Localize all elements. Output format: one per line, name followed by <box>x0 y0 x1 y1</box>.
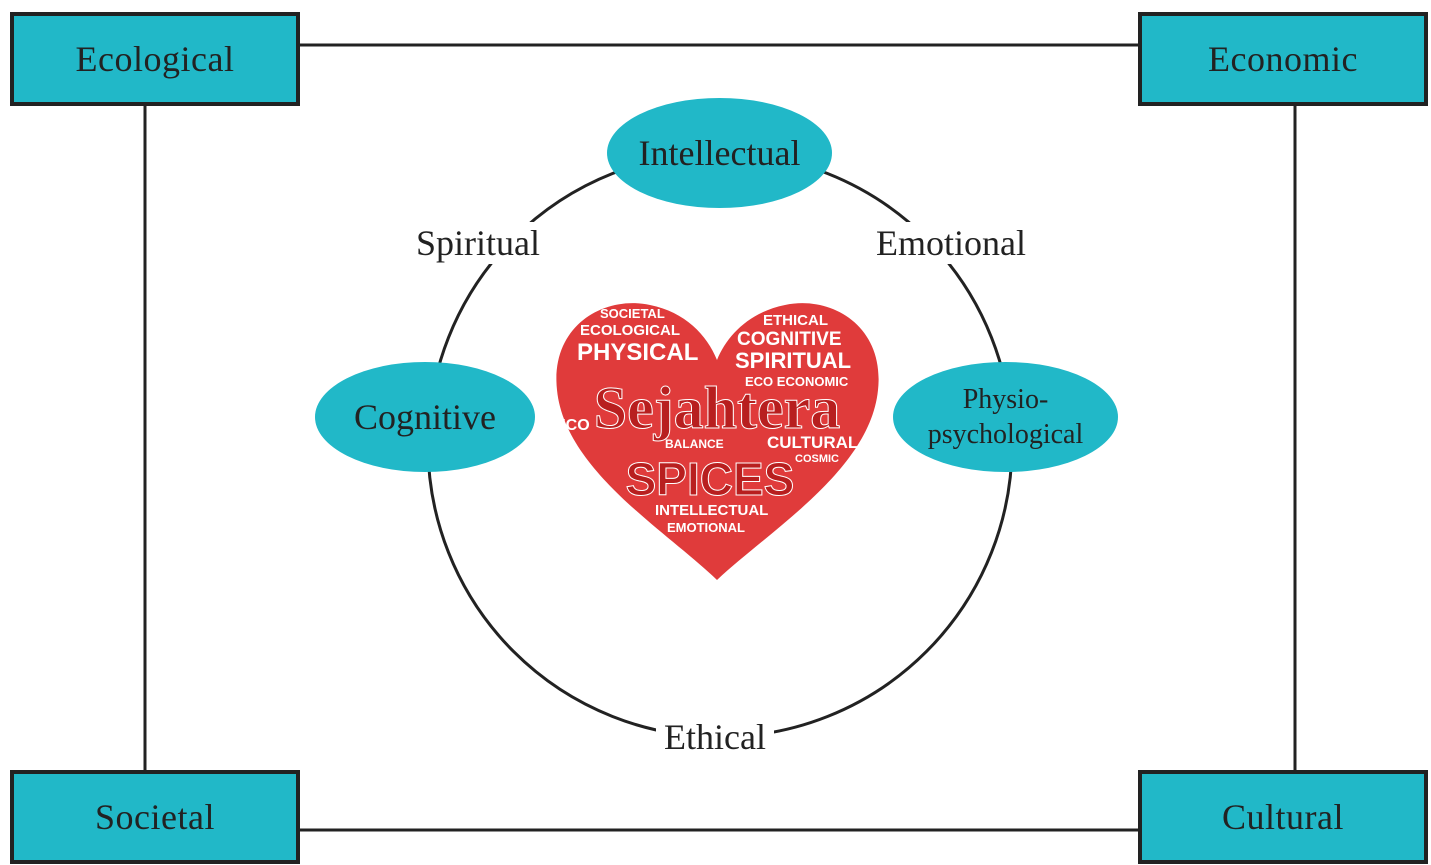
word-cosmic: COSMIC <box>795 453 839 465</box>
cognitive-node: Cognitive <box>315 362 535 472</box>
word-societal: SOCIETAL <box>600 306 665 321</box>
word-ethical: ETHICAL <box>763 312 828 329</box>
word-eco: ECO <box>555 417 590 434</box>
word-eco-economic: ECO ECONOMIC <box>745 374 849 389</box>
societal-label: Societal <box>95 797 215 837</box>
cognitive-label: Cognitive <box>354 397 496 437</box>
societal-box: Societal <box>10 770 300 864</box>
word-spiritual: SPIRITUAL <box>735 348 851 373</box>
heart-word-cloud: SOCIETAL ETHICAL ECOLOGICAL COGNITIVE PH… <box>555 303 879 580</box>
heart-title: Sejahtera <box>594 375 841 441</box>
word-cultural: CULTURAL <box>767 433 858 452</box>
word-ecological: ECOLOGICAL <box>580 322 680 339</box>
word-intellectual: INTELLECTUAL <box>655 502 768 519</box>
ecological-label: Ecological <box>75 39 235 79</box>
psychological-label: psychological <box>927 419 1084 450</box>
sejahtera-heart: SOCIETAL ETHICAL ECOLOGICAL COGNITIVE PH… <box>545 280 890 600</box>
cultural-label: Cultural <box>1222 797 1344 837</box>
physio-label: Physio- <box>962 384 1049 415</box>
word-cognitive: COGNITIVE <box>737 329 842 350</box>
economic-label: Economic <box>1208 39 1358 79</box>
cultural-box: Cultural <box>1138 770 1428 864</box>
ethical-label: Ethical <box>656 716 774 758</box>
word-physical: PHYSICAL <box>577 339 698 366</box>
ecological-box: Ecological <box>10 12 300 106</box>
intellectual-label: Intellectual <box>638 133 801 173</box>
intellectual-node: Intellectual <box>607 98 832 208</box>
word-balance: BALANCE <box>665 437 724 451</box>
word-emotional: EMOTIONAL <box>667 520 745 535</box>
heart-shape <box>556 303 879 580</box>
emotional-label: Emotional <box>868 222 1034 264</box>
spiritual-label: Spiritual <box>408 222 548 264</box>
heart-subtitle: SPICES <box>626 453 795 505</box>
economic-box: Economic <box>1138 12 1428 106</box>
physio-psychological-node: Physio- psychological <box>893 362 1118 472</box>
